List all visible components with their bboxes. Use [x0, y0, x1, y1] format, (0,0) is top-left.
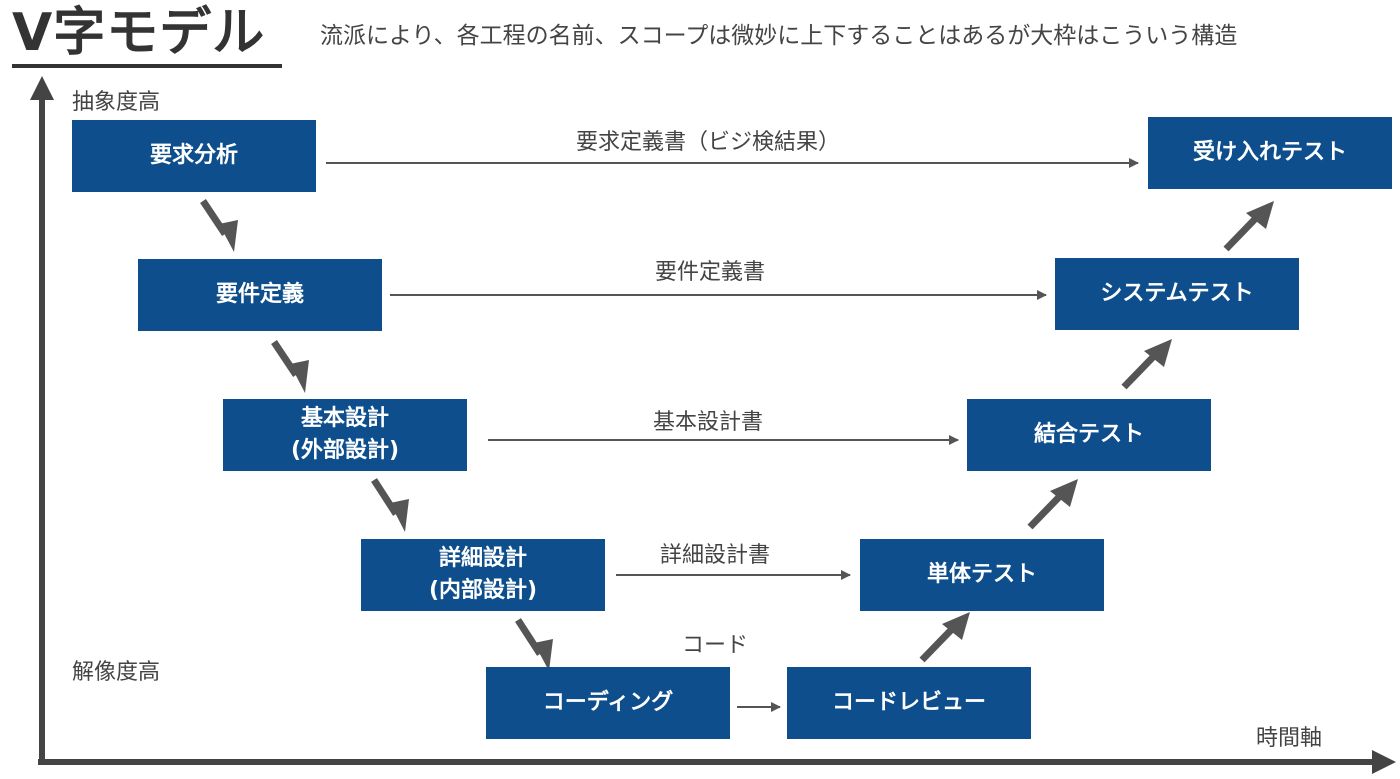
doc-label-detailed-design: 詳細設計書 — [660, 543, 771, 568]
step-acceptance-test: 受け入れテスト — [1148, 117, 1392, 189]
step-requirements-definition: 要件定義 — [138, 259, 382, 331]
step-integration-test: 結合テスト — [967, 399, 1211, 471]
diagram-title: V字モデル — [12, 3, 266, 63]
step-requirements-analysis: 要求分析 — [72, 120, 316, 192]
step-label: 基本設計 — [300, 406, 389, 431]
step-label: 要求分析 — [149, 143, 238, 168]
doc-label-basic-design: 基本設計書 — [653, 410, 764, 435]
step-sublabel: (内部設計) — [428, 578, 538, 603]
step-label: 受け入れテスト — [1192, 140, 1347, 165]
doc-label-requirements-definition: 要件定義書 — [655, 260, 766, 285]
step-label: コーディング — [542, 690, 674, 715]
step-system-test: システムテスト — [1055, 258, 1299, 330]
step-label: コードレビュー — [831, 690, 986, 715]
y-axis-arrowhead — [30, 76, 54, 100]
up-arrow-3 — [1121, 352, 1158, 390]
up-arrow-1 — [919, 625, 956, 663]
y-axis-top-label: 抽象度高 — [72, 90, 161, 115]
step-label: 要件定義 — [215, 282, 304, 307]
x-axis-arrowhead — [1372, 750, 1396, 774]
down-arrow-4-head — [534, 639, 553, 671]
y-axis-bottom-label: 解像度高 — [72, 660, 161, 685]
down-arrow-2-head — [290, 360, 309, 393]
up-arrow-3-head — [1144, 339, 1172, 367]
step-label: 詳細設計 — [438, 546, 527, 571]
down-arrow-1-head — [219, 220, 238, 252]
up-arrow-2 — [1027, 492, 1064, 530]
step-detailed-design: 詳細設計 (内部設計) — [361, 539, 605, 611]
diagram-subtitle: 流派により、各工程の名前、スコープは微妙に上下することはあるが大枠はこういう構造 — [320, 23, 1238, 49]
down-arrow-3 — [371, 478, 399, 516]
up-arrow-4-head — [1246, 201, 1274, 229]
step-basic-design: 基本設計 (外部設計) — [223, 399, 467, 471]
step-code-review: コードレビュー — [787, 667, 1031, 739]
up-arrow-4 — [1223, 214, 1260, 252]
up-arrow-2-head — [1050, 479, 1078, 507]
up-arrow-1-head — [942, 612, 970, 640]
step-label: 単体テスト — [926, 562, 1037, 587]
down-arrow-1 — [200, 199, 228, 236]
title-underline — [12, 64, 282, 68]
down-arrow-4 — [515, 618, 543, 656]
step-coding: コーディング — [486, 667, 730, 739]
doc-label-code: コード — [682, 633, 749, 658]
step-label: システムテスト — [1100, 281, 1254, 306]
down-arrow-2 — [271, 340, 299, 377]
down-arrow-3-head — [390, 499, 409, 532]
step-sublabel: (外部設計) — [290, 438, 400, 463]
step-unit-test: 単体テスト — [860, 539, 1104, 611]
step-label: 結合テスト — [1033, 422, 1144, 447]
doc-label-requirements-analysis: 要求定義書（ビジ検結果） — [576, 130, 841, 155]
x-axis-label: 時間軸 — [1256, 726, 1323, 751]
